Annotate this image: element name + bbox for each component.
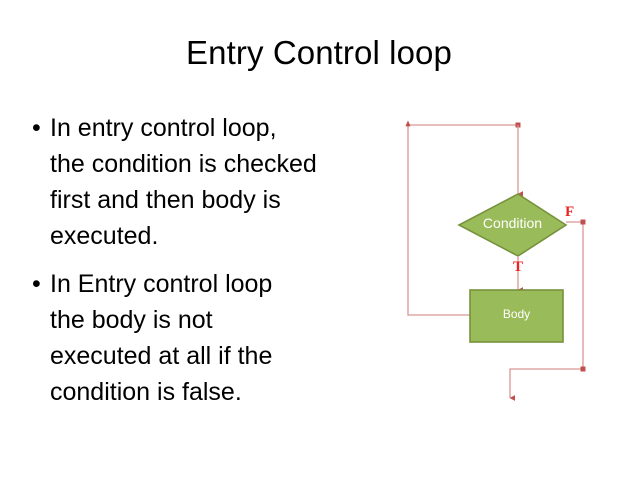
bullet-text: In Entry control loop the body is not ex…	[50, 270, 273, 406]
true-branch-label: T	[513, 259, 524, 275]
page-title: Entry Control loop	[186, 34, 452, 71]
bullet-text: In entry control loop, the condition is …	[50, 114, 317, 250]
list-item: • In Entry control loop the body is not …	[22, 266, 380, 410]
condition-diamond	[457, 193, 568, 257]
body-rectangle	[469, 289, 564, 343]
flowchart-diagram: Condition Body F T	[390, 108, 610, 408]
list-item: • In entry control loop, the condition i…	[22, 110, 380, 254]
flowchart-svg	[405, 120, 586, 401]
false-branch-connector	[509, 219, 586, 401]
false-branch-label: F	[565, 204, 575, 220]
bullet-list: • In entry control loop, the condition i…	[22, 110, 380, 422]
bullet-marker-icon: •	[32, 270, 41, 298]
bullet-marker-icon: •	[32, 114, 41, 142]
